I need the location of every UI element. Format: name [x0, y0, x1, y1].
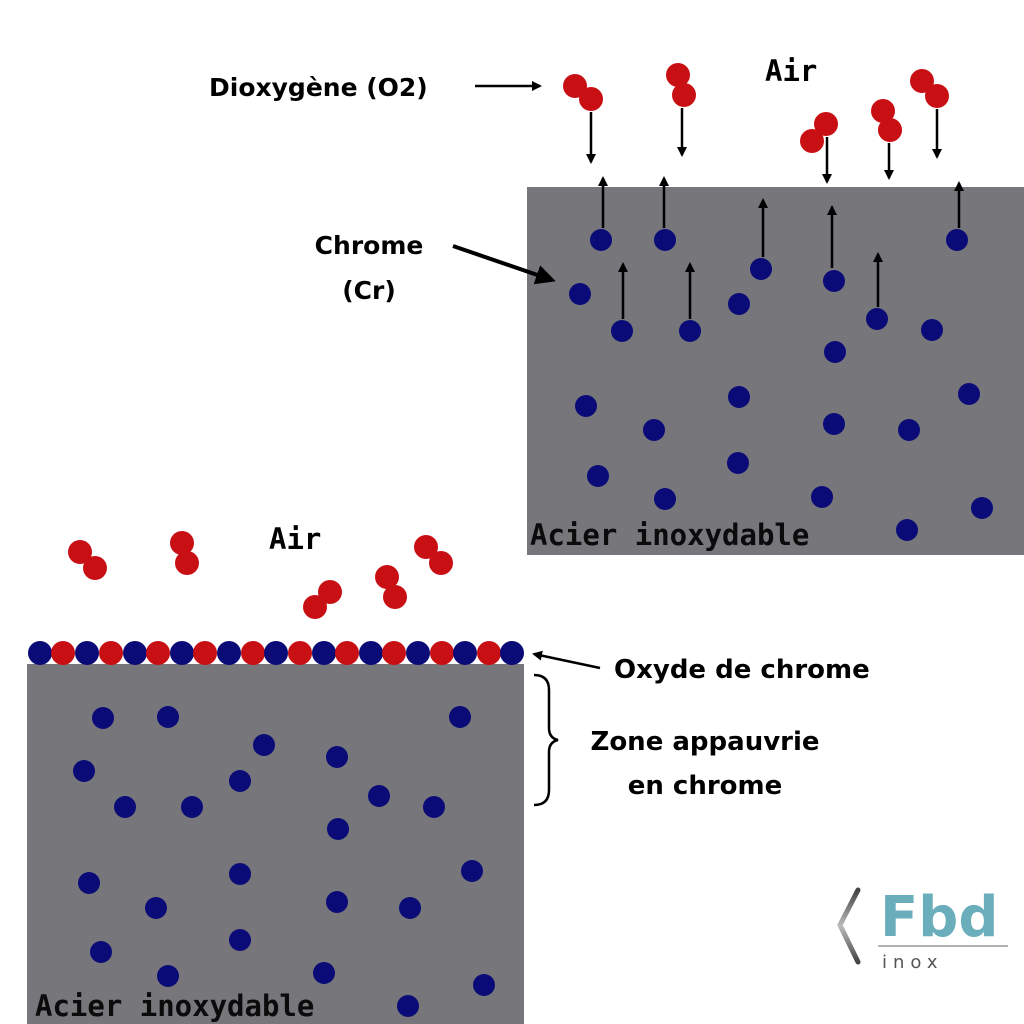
material-label-bottom: Acier inoxydable	[35, 989, 314, 1023]
chromium-atom-icon	[92, 707, 114, 729]
chromium-atom-icon	[368, 785, 390, 807]
chromium-atom-icon	[473, 974, 495, 996]
chromium-diffusion-arrows	[598, 176, 964, 319]
chromium-atom-icon	[569, 283, 591, 305]
chromium-atom-icon	[971, 497, 993, 519]
chromium-atom-icon	[157, 706, 179, 728]
chromium-atom-icon	[590, 229, 612, 251]
brand-logo: Fbd inox	[837, 885, 1008, 973]
chromium-atom-icon	[461, 860, 483, 882]
o2-molecule-icon	[303, 580, 342, 619]
o2-molecule-icon	[414, 535, 453, 575]
chromium-atom-icon	[898, 419, 920, 441]
chromium-atom-icon	[114, 796, 136, 818]
chromium-atom-icon	[679, 320, 701, 342]
chromium-atom-icon	[824, 341, 846, 363]
chromium-atom-icon	[423, 796, 445, 818]
chromium-atom-icon	[78, 872, 100, 894]
chromium-atom-icon	[587, 465, 609, 487]
chromium-atom-icon	[823, 270, 845, 292]
air-label-bottom: Air	[269, 522, 321, 556]
chromium-atom-icon	[946, 229, 968, 251]
chromium-atom-icon	[727, 452, 749, 474]
logo-main-text: Fbd	[880, 885, 998, 950]
oxide-label: Oxyde de chrome	[614, 655, 870, 685]
chromium-atom-icon	[896, 519, 918, 541]
oxygen-molecules-top	[563, 63, 949, 153]
depleted-zone-label-line1: Zone appauvrie	[590, 727, 819, 757]
chromium-atom-icon	[313, 962, 335, 984]
chromium-atom-icon	[866, 308, 888, 330]
chromium-atom-icon	[611, 320, 633, 342]
oxygen-molecules-bottom	[68, 531, 453, 619]
chromium-atom-icon	[327, 818, 349, 840]
o2-molecule-icon	[910, 69, 949, 108]
chromium-atom-icon	[326, 746, 348, 768]
o2-molecule-icon	[563, 74, 603, 111]
material-label-top: Acier inoxydable	[530, 518, 809, 552]
chromium-atom-icon	[326, 891, 348, 913]
chromium-atom-icon	[811, 486, 833, 508]
chromium-atom-icon	[728, 386, 750, 408]
oxide-pointer-arrow	[532, 650, 601, 670]
chromium-atom-icon	[750, 258, 772, 280]
oxygen-arrows	[586, 108, 942, 184]
chromium-atom-icon	[958, 383, 980, 405]
logo-sub-text: inox	[882, 952, 944, 973]
o2-molecule-icon	[68, 540, 107, 580]
chromium-atom-icon	[229, 863, 251, 885]
chromium-atom-icon	[229, 770, 251, 792]
o2-molecule-icon	[800, 112, 838, 153]
steel-block-top	[527, 187, 1024, 555]
chromium-atoms-bottom	[73, 706, 495, 1017]
chromium-atom-icon	[399, 897, 421, 919]
chromium-atom-icon	[823, 413, 845, 435]
chromium-oxide-layer	[28, 641, 524, 665]
chromium-atom-icon	[449, 706, 471, 728]
chromium-atom-icon	[921, 319, 943, 341]
chromium-atom-icon	[145, 897, 167, 919]
chromium-atom-icon	[181, 796, 203, 818]
o2-molecule-icon	[170, 531, 199, 575]
chromium-atom-icon	[73, 760, 95, 782]
chromium-pointer-arrow	[452, 244, 556, 285]
chromium-label-line2: (Cr)	[342, 276, 396, 305]
logo-chevron-icon	[837, 887, 861, 965]
chromium-atom-icon	[397, 995, 419, 1017]
chromium-atom-icon	[654, 229, 676, 251]
chromium-atom-icon	[575, 395, 597, 417]
chromium-atom-icon	[90, 941, 112, 963]
chromium-atom-icon	[157, 965, 179, 987]
oxygen-label: Dioxygène (O2)	[209, 73, 428, 102]
chromium-atom-icon	[253, 734, 275, 756]
chromium-atom-icon	[728, 293, 750, 315]
chromium-atom-icon	[654, 488, 676, 510]
chromium-atom-icon	[643, 419, 665, 441]
o2-molecule-icon	[375, 565, 407, 609]
o2-molecule-icon	[871, 99, 902, 142]
air-label-top: Air	[765, 54, 817, 88]
depleted-zone-label-line2: en chrome	[628, 771, 783, 801]
chromium-atom-icon	[229, 929, 251, 951]
depleted-zone-brace	[533, 673, 559, 807]
chromium-atoms-top	[569, 229, 993, 541]
chromium-label-line1: Chrome	[315, 231, 424, 260]
o2-molecule-icon	[666, 63, 696, 107]
